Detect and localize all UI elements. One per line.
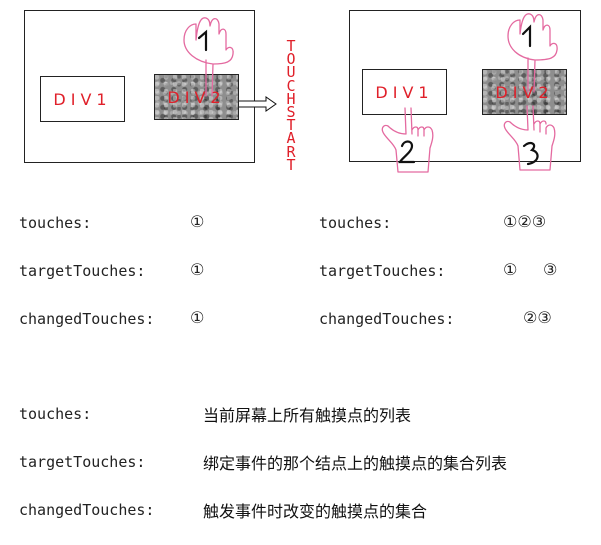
after-touches-label: touches: <box>319 214 392 232</box>
left-div2-box: DIV2 <box>154 74 239 120</box>
finger-number-1-right <box>521 24 532 48</box>
hand-icon-right-finger2 <box>381 107 434 173</box>
definition-changedtouches-desc: 触发事件时改变的触摸点的集合 <box>203 502 428 521</box>
after-changedtouches-value: ②③ <box>523 308 552 327</box>
finger-number-1-left <box>197 29 208 52</box>
before-targettouches-label: targetTouches: <box>19 262 146 280</box>
touchstart-label: TOUCHSTART <box>286 37 296 174</box>
definition-touches-desc: 当前屏幕上所有触摸点的列表 <box>203 406 412 425</box>
hand-icon-left-finger1 <box>183 17 234 97</box>
definition-touches-term: touches: <box>19 405 92 423</box>
definition-targettouches-desc: 绑定事件的那个结点上的触摸点的集合列表 <box>203 454 508 473</box>
finger-number-3 <box>522 141 539 166</box>
before-changedtouches-value: ① <box>190 308 205 327</box>
before-touches-value: ① <box>190 212 205 231</box>
hand-illustrations <box>183 13 558 173</box>
after-touches-value: ①②③ <box>503 212 547 231</box>
right-div1-box: DIV1 <box>362 69 447 115</box>
left-div1-box: DIV1 <box>40 76 125 122</box>
transition-arrow-icon <box>239 96 277 112</box>
after-changedtouches-label: changedTouches: <box>319 310 455 328</box>
right-div2-box: DIV2 <box>482 69 567 115</box>
definition-targettouches-term: targetTouches: <box>19 453 146 471</box>
before-changedtouches-label: changedTouches: <box>19 310 155 328</box>
hand-icon-right-finger1 <box>507 13 558 93</box>
finger-number-2 <box>398 140 416 164</box>
hand-icon-right-finger3 <box>503 105 556 171</box>
after-targettouches-value-1: ① <box>503 260 518 279</box>
definition-changedtouches-term: changedTouches: <box>19 501 155 519</box>
before-touches-label: touches: <box>19 214 92 232</box>
after-targettouches-label: targetTouches: <box>319 262 446 280</box>
before-targettouches-value: ① <box>190 260 205 279</box>
after-targettouches-value-3: ③ <box>543 260 558 279</box>
